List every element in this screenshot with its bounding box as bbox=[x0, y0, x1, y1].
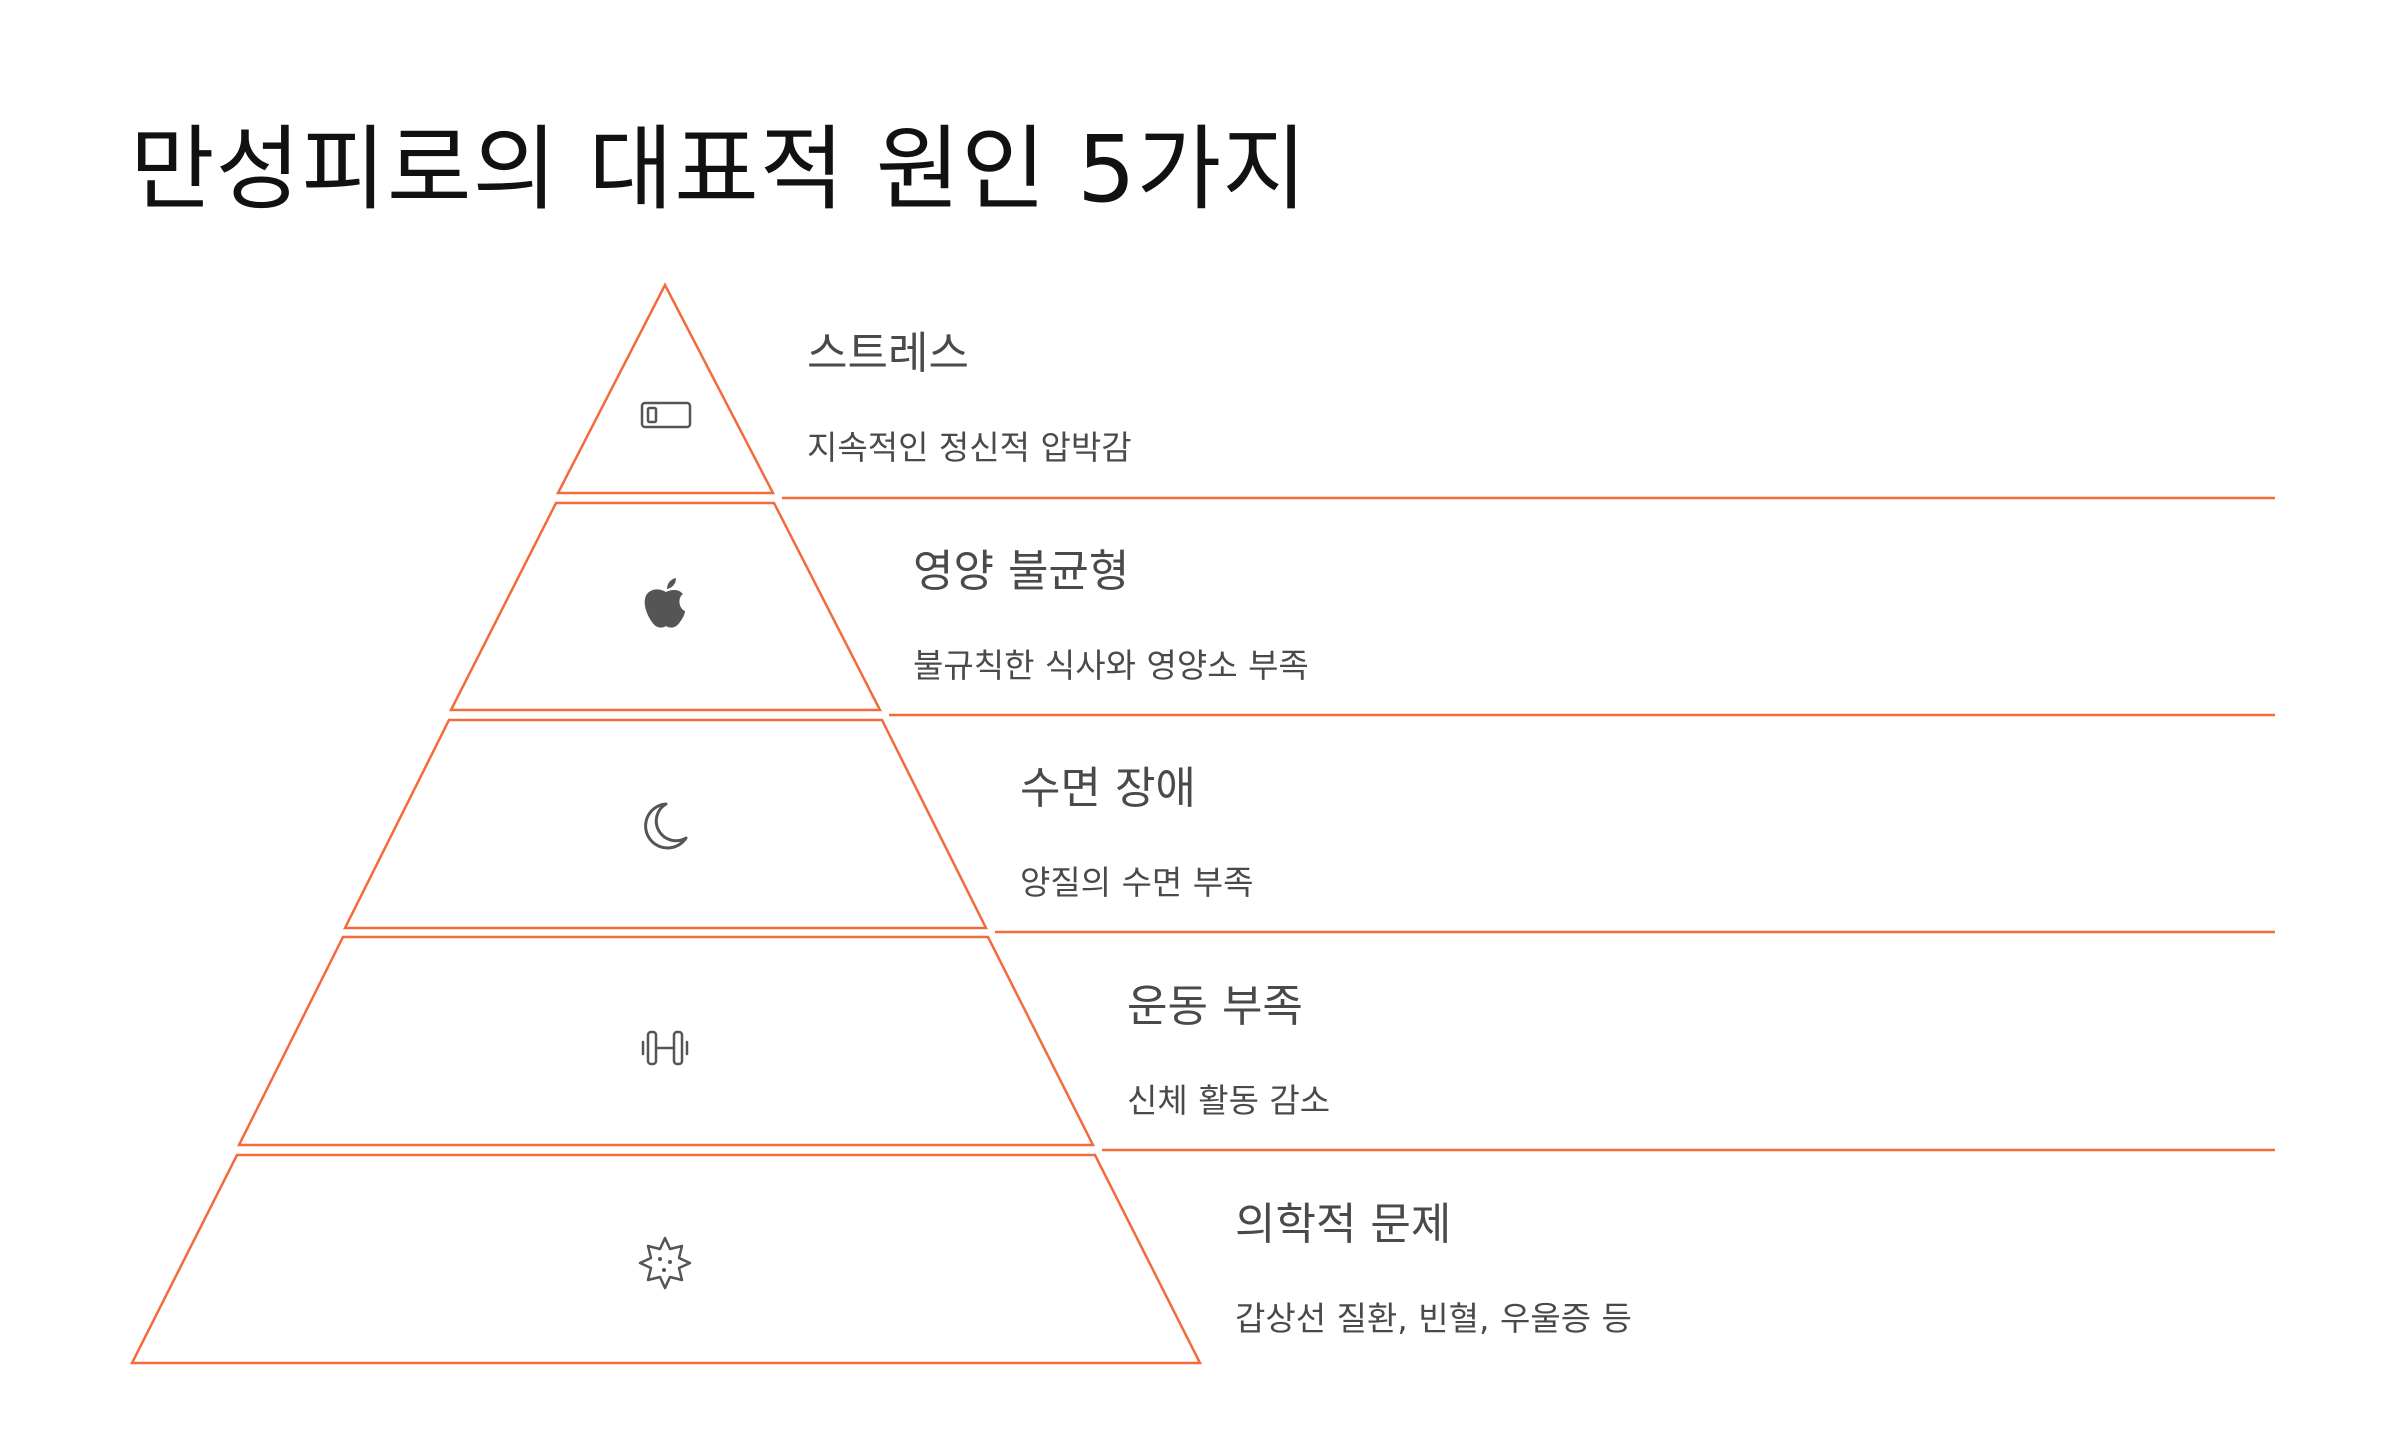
apple-icon bbox=[644, 578, 685, 628]
level-4-title: 운동 부족 bbox=[1127, 981, 1303, 1032]
page-title: 만성피로의 대표적 원인 5가지 bbox=[130, 116, 1308, 223]
battery-low-icon bbox=[640, 401, 692, 429]
pyramid-level-4 bbox=[236, 935, 1096, 1147]
level-2-description: 불규칙한 식사와 영양소 부족 bbox=[913, 646, 1309, 685]
level-3-label: 수면 장애 양질의 수면 부족 bbox=[1020, 752, 1254, 904]
level-1-label: 스트레스 지속적인 정신적 압박감 bbox=[807, 317, 1132, 469]
level-3-description: 양질의 수면 부족 bbox=[1020, 863, 1254, 902]
level-4-label: 운동 부족 신체 활동 감소 bbox=[1127, 970, 1330, 1122]
level-4-description: 신체 활동 감소 bbox=[1127, 1081, 1331, 1120]
level-2-label: 영양 불균형 불규칙한 식사와 영양소 부족 bbox=[913, 535, 1309, 687]
level-5-label: 의학적 문제 갑상선 질환, 빈혈, 우울증 등 bbox=[1235, 1188, 1632, 1340]
moon-icon bbox=[644, 802, 688, 850]
level-3-title: 수면 장애 bbox=[1020, 763, 1196, 814]
level-5-title: 의학적 문제 bbox=[1235, 1199, 1452, 1250]
dumbbell-icon bbox=[641, 1030, 689, 1066]
pyramid-level-3 bbox=[342, 718, 989, 930]
pyramid-level-5 bbox=[129, 1153, 1203, 1365]
pyramid-level-2 bbox=[448, 501, 883, 712]
level-1-description: 지속적인 정신적 압박감 bbox=[807, 428, 1132, 467]
virus-icon bbox=[638, 1236, 692, 1290]
pyramid-level-1 bbox=[555, 282, 776, 495]
level-5-description: 갑상선 질환, 빈혈, 우울증 등 bbox=[1235, 1299, 1632, 1338]
level-2-title: 영양 불균형 bbox=[913, 546, 1130, 597]
level-1-title: 스트레스 bbox=[807, 328, 969, 379]
